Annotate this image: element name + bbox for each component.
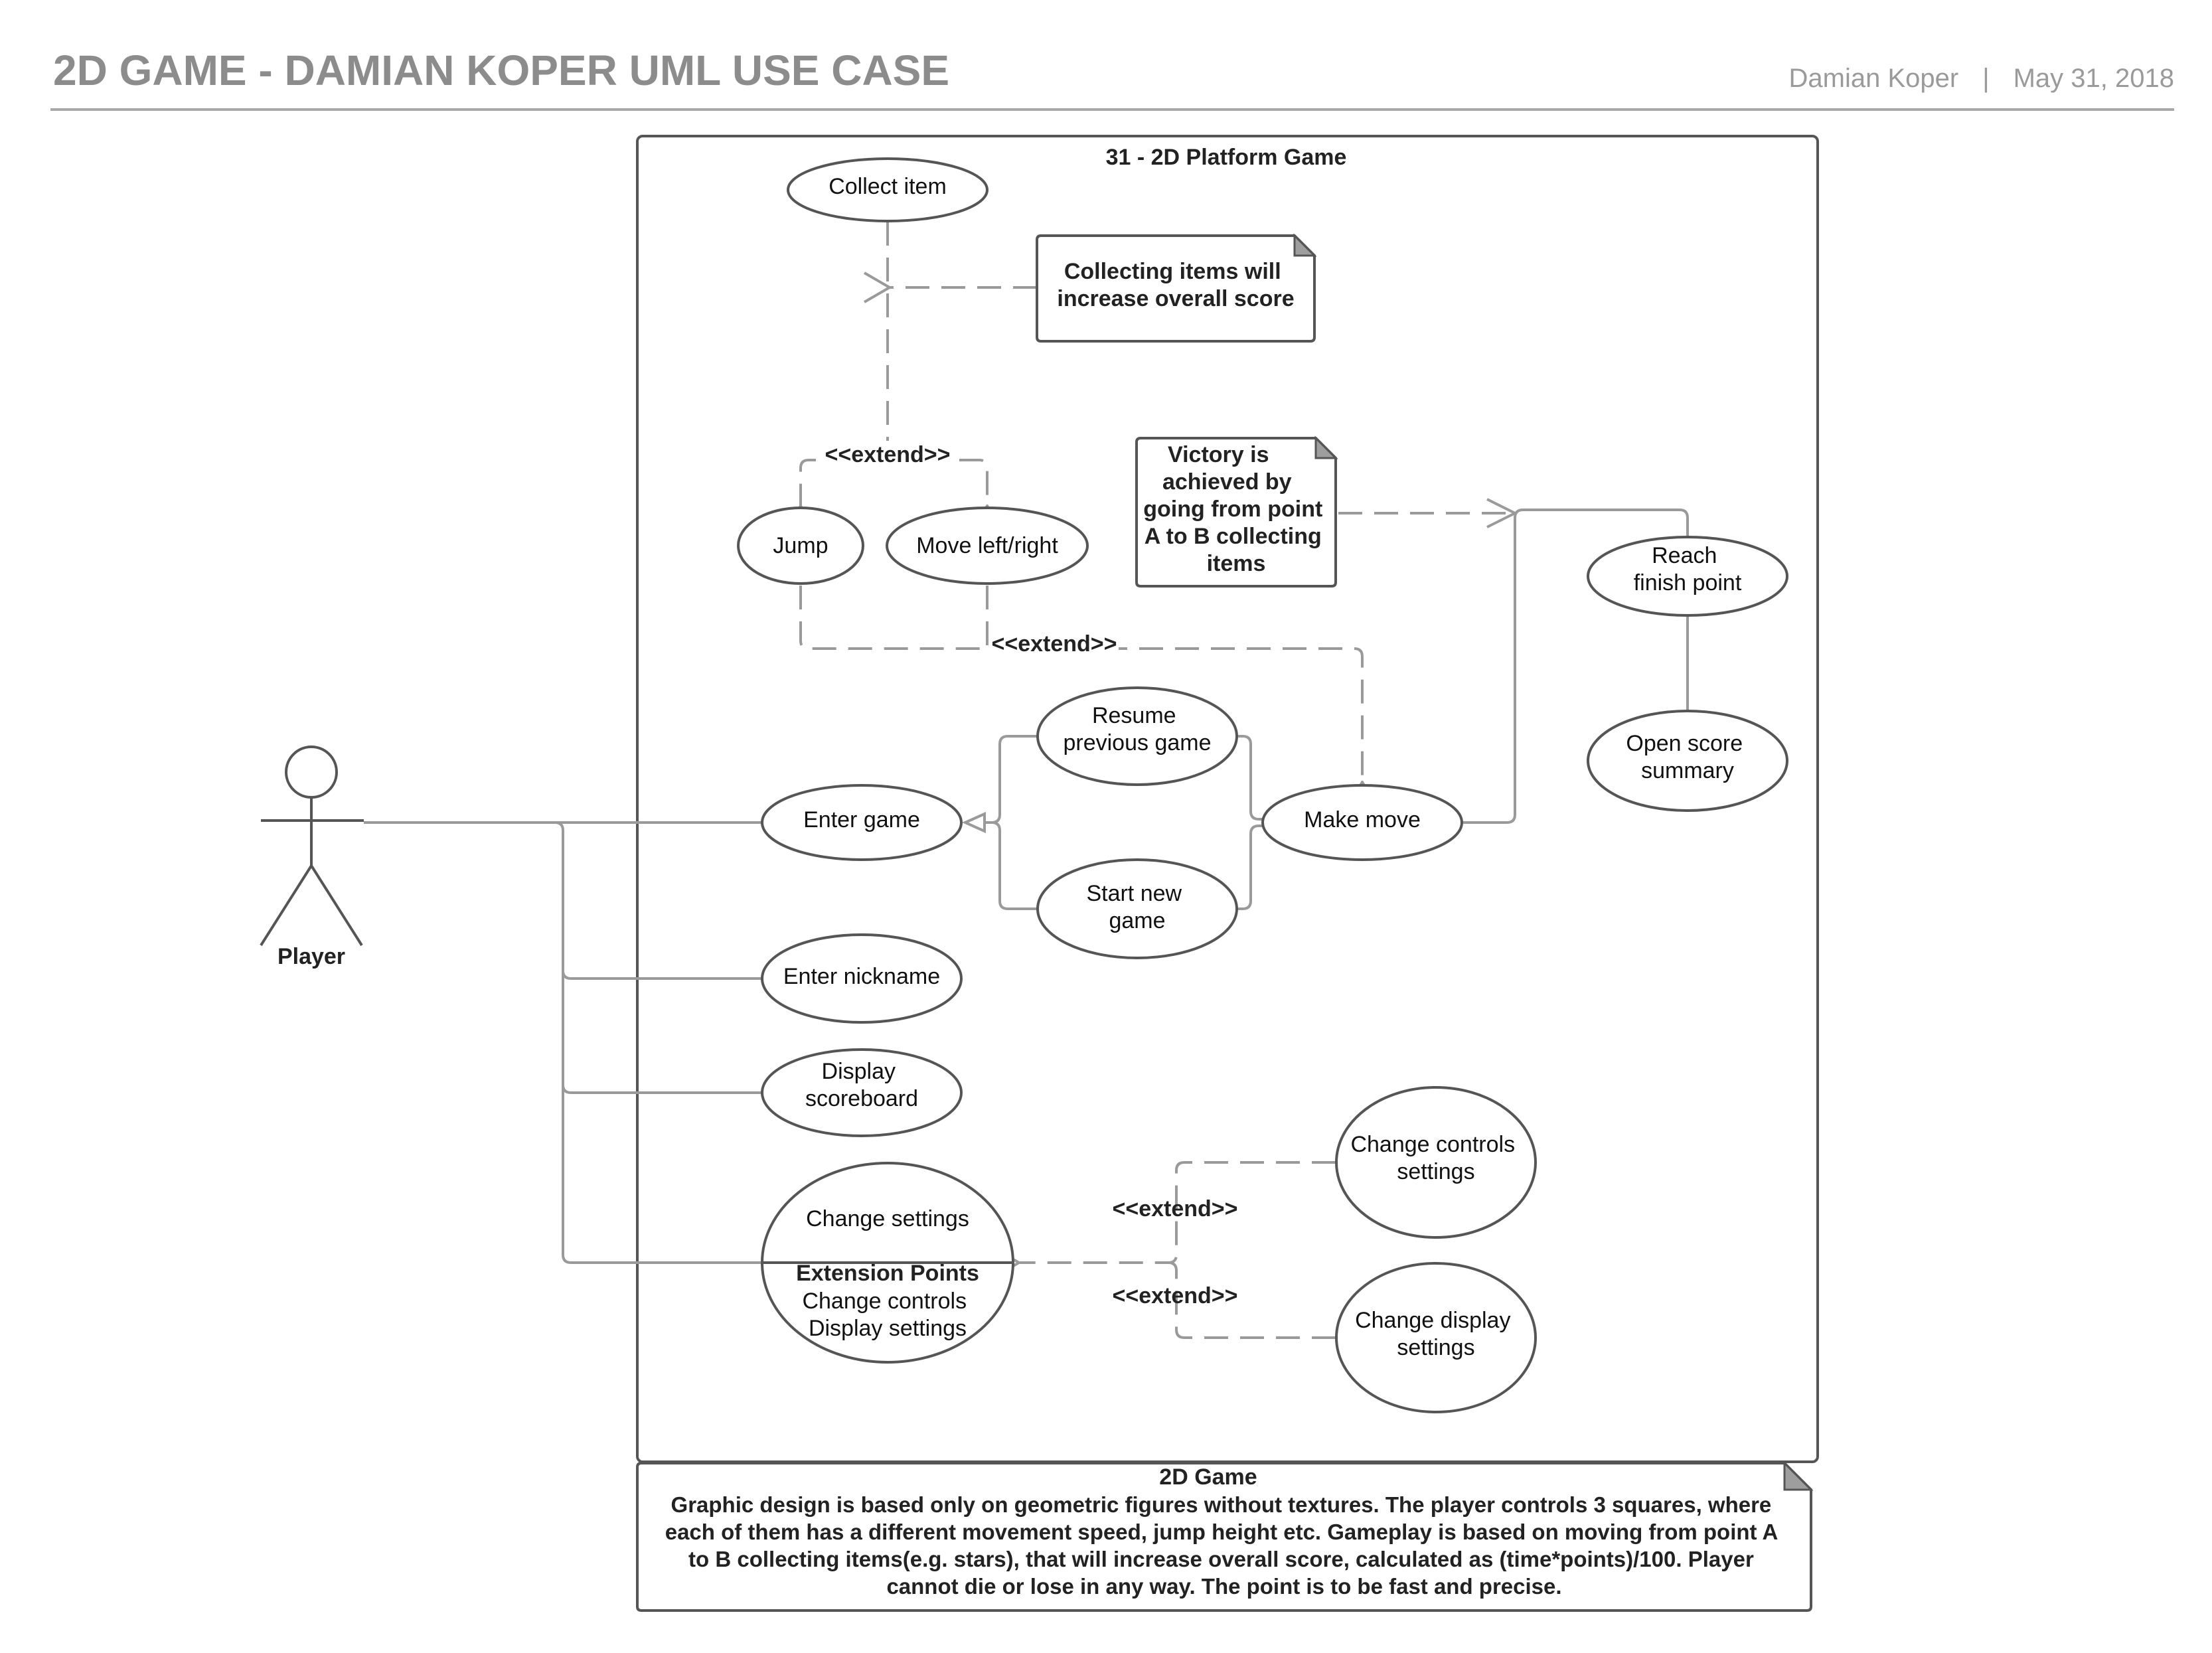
use-case-label-line: settings: [1397, 1335, 1474, 1360]
use-cases: Collect item Jump Move left/right Reach …: [737, 157, 1788, 1413]
use-case-label-line: Change display: [1355, 1308, 1510, 1333]
use-case-label: Enter nickname: [783, 964, 940, 989]
use-case-label-line: scoreboard: [805, 1086, 918, 1111]
system-title: 31 - 2D Platform Game: [1106, 145, 1347, 170]
header-meta: Damian Koper | May 31, 2018: [1789, 64, 2174, 93]
note-victory[interactable]: Victory is achieved by going from point …: [1135, 435, 1338, 588]
use-case-label-line: settings: [1397, 1159, 1474, 1184]
use-case-label: Start new game: [1086, 881, 1188, 933]
use-case-label: Enter game: [803, 807, 920, 832]
note-line: items: [1207, 551, 1266, 576]
use-case-jump[interactable]: Jump: [737, 507, 864, 585]
description-body: Graphic design is based only on geometri…: [665, 1492, 1784, 1599]
actor-to-nickname: [562, 970, 761, 980]
use-case-start-new[interactable]: Start new game: [1036, 858, 1238, 959]
page-title: 2D GAME - DAMIAN KOPER UML USE CASE: [53, 46, 949, 94]
extend-label-display: <<extend>>: [1112, 1283, 1237, 1308]
use-case-label-line: Open score: [1626, 731, 1743, 756]
use-case-label: Resume previous game: [1063, 703, 1211, 755]
description-line: Graphic design is based only on geometri…: [671, 1492, 1772, 1517]
generalization-arrowhead: [962, 811, 986, 834]
extend-jump-line: [799, 586, 987, 650]
use-case-change-controls[interactable]: Change controls settings: [1335, 1086, 1537, 1239]
note-description[interactable]: 2D Game Graphic design is based only on …: [636, 1460, 1814, 1612]
use-case-change-display[interactable]: Change display settings: [1335, 1262, 1537, 1413]
use-case-enter-game[interactable]: Enter game: [761, 784, 963, 861]
use-case-label-line: game: [1109, 908, 1165, 933]
actor-player[interactable]: Player: [260, 746, 364, 969]
use-case-enter-nickname[interactable]: Enter nickname: [761, 933, 963, 1024]
header-separator: |: [1982, 64, 1989, 93]
use-case-label: Open score summary: [1626, 731, 1749, 783]
use-case-label-line: Display: [822, 1059, 896, 1084]
use-case-label: Move left/right: [916, 533, 1058, 558]
note-text: Collecting items will increase overall s…: [1057, 259, 1294, 311]
extend-collect-to-move: [888, 459, 987, 506]
actor-left-leg: [260, 864, 313, 947]
actor-head: [285, 746, 338, 799]
use-case-label-line: Reach: [1652, 543, 1717, 568]
note-line: going from point: [1143, 497, 1322, 522]
use-case-label: Display scoreboard: [805, 1059, 918, 1111]
extend-labels: <<extend>> <<extend>> <<extend>> <<exten…: [823, 441, 1238, 1308]
use-case-label-line: previous game: [1063, 730, 1211, 755]
use-case-label: Change settings: [806, 1206, 969, 1231]
extend-collect-to-jump: [801, 459, 888, 506]
extension-point: Display settings: [809, 1316, 967, 1341]
description-line: cannot die or lose in any way. The point…: [886, 1574, 1561, 1599]
use-case-label-line: finish point: [1634, 570, 1742, 595]
extend-label-controls: <<extend>>: [1112, 1196, 1237, 1221]
use-case-label-line: summary: [1641, 758, 1734, 783]
use-case-make-move[interactable]: Make move: [1261, 784, 1463, 861]
connectors: [364, 222, 1689, 1339]
actor-to-scoreboard: [562, 1084, 761, 1094]
note-line: Victory is: [1168, 442, 1269, 467]
extend-display-line: [1168, 1261, 1336, 1339]
use-case-label-line: Start new: [1086, 881, 1182, 906]
note-line: achieved by: [1162, 469, 1292, 495]
description-line: to B collecting items(e.g. stars), that …: [688, 1547, 1754, 1571]
description-title: 2D Game: [1159, 1464, 1257, 1490]
use-case-label-line: Change controls: [1350, 1132, 1515, 1157]
use-case-change-settings[interactable]: Change settings Extension Points Change …: [761, 1162, 1014, 1364]
extend-label-make-move: <<extend>>: [991, 631, 1117, 657]
use-case-collect-item[interactable]: Collect item: [787, 157, 988, 222]
actor-trunk: [554, 821, 761, 1264]
resume-to-make-move: [1237, 735, 1263, 821]
use-case-move-left-right[interactable]: Move left/right: [886, 507, 1089, 585]
use-case-label: Collect item: [829, 174, 947, 199]
use-case-label: Jump: [773, 533, 828, 558]
author-name: Damian Koper: [1789, 64, 1959, 93]
note-line: A to B collecting: [1145, 524, 1322, 549]
use-case-open-score[interactable]: Open score summary: [1587, 710, 1788, 812]
description-line: each of them has a different movement sp…: [665, 1520, 1778, 1544]
use-case-display-scoreboard[interactable]: Display scoreboard: [761, 1048, 963, 1137]
use-case-label: Make move: [1304, 807, 1421, 832]
start-to-make-move: [1237, 825, 1263, 910]
header: 2D GAME - DAMIAN KOPER UML USE CASE Dami…: [50, 46, 2174, 111]
actor-label: Player: [277, 944, 345, 969]
start-to-enter-game: [991, 821, 1038, 910]
note-text: Victory is achieved by going from point …: [1143, 442, 1329, 576]
use-case-label: Change display settings: [1355, 1308, 1517, 1360]
extend-label-collect: <<extend>>: [825, 442, 950, 467]
note-line: increase overall score: [1057, 286, 1294, 311]
extend-move-line: [986, 586, 1362, 782]
diagram-date: May 31, 2018: [2014, 64, 2174, 93]
make-move-to-reach: [1462, 509, 1689, 824]
note-line: Collecting items will: [1064, 259, 1281, 284]
note-victory-arrowhead: [1486, 498, 1518, 528]
use-case-label-line: Resume: [1092, 703, 1176, 728]
actor-right-leg: [310, 864, 363, 947]
use-case-reach-finish[interactable]: Reach finish point: [1587, 536, 1788, 617]
extension-points-title: Extension Points: [796, 1261, 979, 1286]
use-case-label: Reach finish point: [1634, 543, 1742, 595]
note-collecting[interactable]: Collecting items will increase overall s…: [1036, 233, 1317, 343]
use-case-label: Change controls settings: [1350, 1132, 1521, 1184]
extension-points-list: Change controls Display settings: [802, 1289, 973, 1341]
use-case-resume-game[interactable]: Resume previous game: [1036, 686, 1238, 786]
extension-point: Change controls: [802, 1289, 967, 1314]
